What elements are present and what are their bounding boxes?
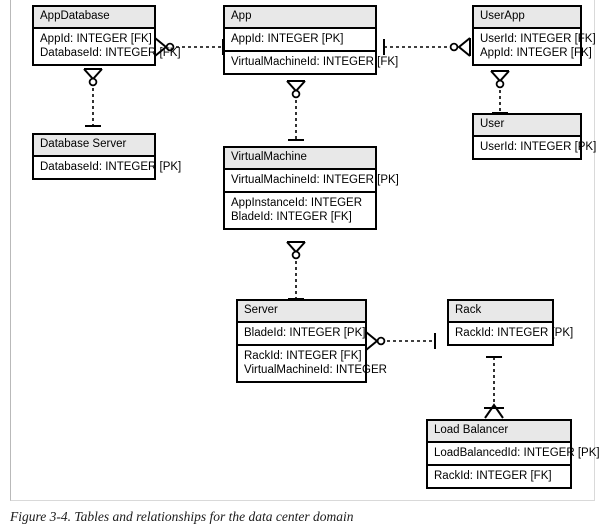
field-appinstanceid: AppInstanceId: INTEGER [231,197,363,209]
entity-appdatabase-title: AppDatabase [34,7,154,29]
entity-virtualmachine-title: VirtualMachine [225,148,375,170]
entity-rack-fields: RackId: INTEGER [PK] [449,323,574,344]
entity-rack[interactable]: Rack RackId: INTEGER [PK] [447,299,574,346]
field-virtualmachineid: VirtualMachineId: INTEGER [244,364,387,376]
field-bladeid-fk: BladeId: INTEGER [FK] [231,211,352,223]
entity-database-server-title: Database Server [34,135,154,157]
entity-userapp-fields: UserId: INTEGER [FK] AppId: INTEGER [FK] [474,29,596,64]
entity-userapp-title: UserApp [474,7,580,29]
relationship-app-userapp [376,30,473,64]
field-rackid-fk: RackId: INTEGER [FK] [244,350,362,362]
field-appid-pk: AppId: INTEGER [PK] [231,33,344,45]
field-virtualmachineid-pk: VirtualMachineId: INTEGER [PK] [231,174,399,186]
entity-user-title: User [474,115,580,137]
entity-server[interactable]: Server BladeId: INTEGER [PK] RackId: INT… [236,299,387,383]
entity-server-title: Server [238,301,365,323]
figure-caption: Figure 3-4. Tables and relationships for… [10,509,354,524]
entity-app-pk: AppId: INTEGER [PK] [225,29,375,50]
field-appid-fk: AppId: INTEGER [FK] [480,47,592,59]
field-bladeid-pk: BladeId: INTEGER [PK] [244,327,366,339]
entity-virtualmachine-fields: AppInstanceId: INTEGER BladeId: INTEGER … [225,191,375,228]
field-databaseid-pk: DatabaseId: INTEGER [PK] [40,161,182,173]
entity-rack-title: Rack [449,301,552,323]
field-userid-pk: UserId: INTEGER [PK] [480,141,597,153]
er-diagram: AppDatabase AppId: INTEGER [FK] Database… [32,5,600,489]
entity-app[interactable]: App AppId: INTEGER [PK] VirtualMachineId… [223,5,399,75]
entity-database-server[interactable]: Database Server DatabaseId: INTEGER [PK] [32,133,182,180]
entity-load-balancer-pk: LoadBalancedId: INTEGER [PK] [428,443,600,464]
field-rackid-fk-lb: RackId: INTEGER [FK] [434,470,552,482]
entity-database-server-fields: DatabaseId: INTEGER [PK] [34,157,182,178]
field-virtualmachineid-fk: VirtualMachineId: INTEGER [FK] [231,56,399,68]
entity-appdatabase-fields: AppId: INTEGER [FK] DatabaseId: INTEGER … [34,29,181,64]
figure-frame [10,0,595,501]
entity-server-fields: RackId: INTEGER [FK] VirtualMachineId: I… [238,344,387,381]
relationship-appdatabase-databaseserver [76,68,110,134]
entity-load-balancer-fk: RackId: INTEGER [FK] [428,464,570,487]
entity-load-balancer-title: Load Balancer [428,421,570,443]
entity-load-balancer[interactable]: Load Balancer LoadBalancedId: INTEGER [P… [426,419,600,489]
field-loadbalancedid-pk: LoadBalancedId: INTEGER [PK] [434,447,600,459]
entity-server-pk: BladeId: INTEGER [PK] [238,323,365,344]
entity-user[interactable]: User UserId: INTEGER [PK] [472,113,597,160]
field-appid: AppId: INTEGER [FK] [40,33,152,45]
relationship-rack-loadbalancer [477,350,511,420]
relationship-server-rack [365,325,449,359]
field-userid-fk: UserId: INTEGER [FK] [480,33,596,45]
entity-userapp[interactable]: UserApp UserId: INTEGER [FK] AppId: INTE… [472,5,596,66]
relationship-app-virtualmachine [279,80,313,148]
entity-virtualmachine-pk: VirtualMachineId: INTEGER [PK] [225,170,399,191]
entity-app-fk: VirtualMachineId: INTEGER [FK] [225,50,399,73]
relationship-virtualmachine-server [279,241,313,307]
field-databaseid: DatabaseId: INTEGER [FK] [40,47,181,59]
entity-app-title: App [225,7,375,29]
entity-virtualmachine[interactable]: VirtualMachine VirtualMachineId: INTEGER… [223,146,399,230]
entity-user-fields: UserId: INTEGER [PK] [474,137,597,158]
field-rackid-pk: RackId: INTEGER [PK] [455,327,574,339]
entity-appdatabase[interactable]: AppDatabase AppId: INTEGER [FK] Database… [32,5,181,66]
